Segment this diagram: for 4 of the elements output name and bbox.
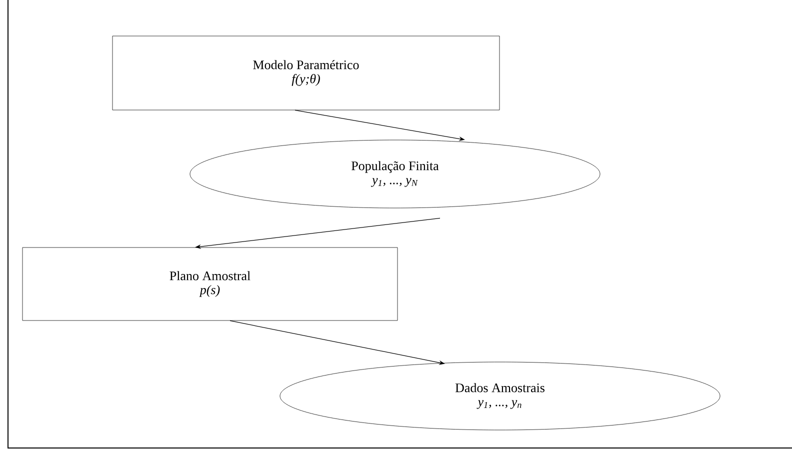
ellipse-node: População Finita y$_{1}$, ..., y$_{N}$ [190,140,600,208]
ellipse-node: Dados Amostrais y$_{1}$, ..., y$_{n}$ [280,362,720,430]
process-box: Modelo Paramétrico f(y;θ) [112,36,500,110]
process-box: Plano Amostral p(s) [22,247,398,321]
